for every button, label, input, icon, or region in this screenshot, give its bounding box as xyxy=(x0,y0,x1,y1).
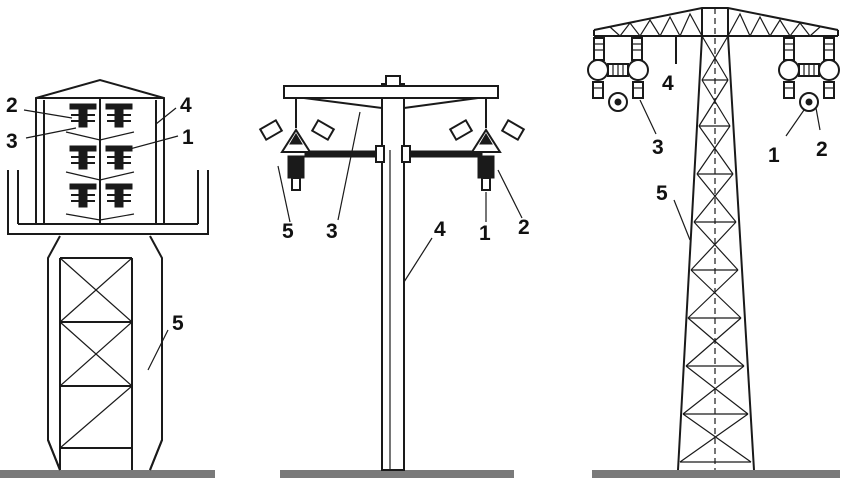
tray-a xyxy=(7,170,209,235)
pole-shaft-b xyxy=(381,83,405,471)
callout-b-1: 1 xyxy=(479,222,491,245)
callout-a-4: 4 xyxy=(180,94,192,117)
callout-a-2: 2 xyxy=(6,94,18,117)
leaders-b xyxy=(277,111,523,283)
lattice-column-a xyxy=(47,235,163,471)
insulator-cluster-right-c xyxy=(778,37,840,112)
leaders-c xyxy=(639,99,821,241)
insulators-a xyxy=(65,103,135,221)
ground-strip-b xyxy=(280,470,514,478)
callout-b-5: 5 xyxy=(282,220,294,243)
insulator-a5 xyxy=(69,183,97,208)
callout-b-4: 4 xyxy=(434,218,446,241)
insulator-a2 xyxy=(105,103,133,128)
insulator-assembly-right-b xyxy=(448,98,526,191)
ground-strip-c xyxy=(592,470,840,478)
tower-a: 2 3 1 4 5 xyxy=(0,78,215,478)
insulator-a3 xyxy=(69,145,97,170)
top-truss-c xyxy=(593,7,839,64)
callout-c-2: 2 xyxy=(816,138,828,161)
insulator-a6 xyxy=(105,183,133,208)
house-a xyxy=(35,78,165,224)
callout-c-3: 3 xyxy=(652,136,664,159)
insulator-assembly-left-b xyxy=(258,98,336,191)
callout-a-5: 5 xyxy=(172,312,184,335)
callout-c-5: 5 xyxy=(656,182,668,205)
pole-b: 5 3 4 1 2 xyxy=(258,75,530,478)
leaders-a xyxy=(23,107,179,371)
crossarm-b xyxy=(283,85,499,163)
ground-strip-a xyxy=(0,470,215,478)
callout-c-1: 1 xyxy=(768,144,780,167)
callout-a-1: 1 xyxy=(182,126,194,149)
callout-a-3: 3 xyxy=(6,130,18,153)
callout-c-4: 4 xyxy=(662,72,674,95)
insulator-a1 xyxy=(69,103,97,128)
tower-c: 4 3 1 2 5 xyxy=(587,7,840,478)
callout-b-2: 2 xyxy=(518,216,530,239)
callout-b-3: 3 xyxy=(326,220,338,243)
insulator-cluster-left-c xyxy=(587,37,649,112)
